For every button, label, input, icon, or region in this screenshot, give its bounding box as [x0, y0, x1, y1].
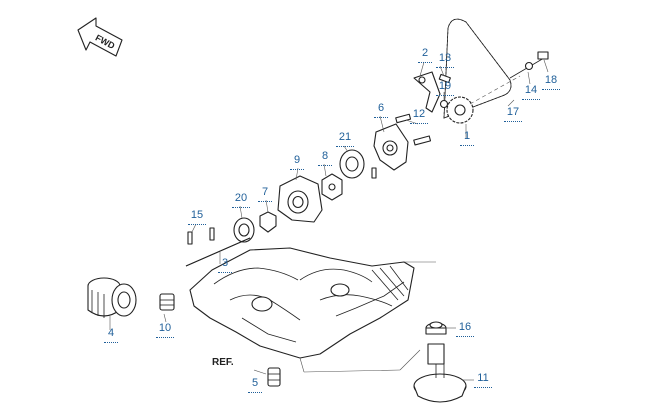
callout-9[interactable]: 9: [290, 154, 304, 170]
callout-18[interactable]: 18: [542, 74, 560, 90]
crankcase: [189, 247, 415, 359]
drain-plug: [267, 367, 281, 387]
bolt-washer: [469, 51, 549, 105]
callout-14[interactable]: 14: [522, 84, 540, 100]
bolts-upper: [395, 73, 451, 146]
sprocket: [446, 96, 474, 124]
fwd-arrow-icon: FWD: [77, 17, 123, 57]
callout-leaders: [109, 59, 549, 381]
callout-6[interactable]: 6: [374, 102, 388, 118]
callout-17[interactable]: 17: [504, 106, 522, 122]
pump-shaft: [185, 237, 251, 267]
callout-2[interactable]: 2: [418, 47, 432, 63]
inner-rotor: [321, 173, 343, 201]
oil-strainer: [413, 343, 467, 403]
dowel-pins-left: [187, 227, 215, 245]
dowel-pin: [371, 167, 377, 179]
callout-19[interactable]: 19: [436, 80, 454, 96]
chain-guide: [413, 71, 441, 113]
callout-5[interactable]: 5: [248, 377, 262, 393]
callout-8[interactable]: 8: [318, 150, 332, 166]
callout-12[interactable]: 12: [410, 108, 428, 124]
callout-10[interactable]: 10: [156, 322, 174, 338]
ref-label: REF.: [212, 357, 234, 368]
ref-lines: [299, 261, 436, 373]
callout-11[interactable]: 11: [474, 372, 492, 388]
outer-rotor: [339, 149, 365, 179]
callout-13[interactable]: 13: [436, 52, 454, 68]
threaded-fitting: [159, 293, 175, 311]
callout-4[interactable]: 4: [104, 327, 118, 343]
outer-rotor-lower: [233, 217, 255, 243]
callout-1[interactable]: 1: [460, 130, 474, 146]
callout-20[interactable]: 20: [232, 192, 250, 208]
callout-16[interactable]: 16: [456, 321, 474, 337]
chain: [443, 18, 512, 119]
oil-filter: [87, 277, 137, 318]
callout-3[interactable]: 3: [218, 257, 232, 273]
callout-15[interactable]: 15: [188, 209, 206, 225]
seal-ring: [425, 321, 447, 335]
callout-21[interactable]: 21: [336, 131, 354, 147]
pump-body: [277, 175, 323, 223]
inner-rotor-lower: [259, 211, 277, 233]
pump-cover: [373, 123, 409, 171]
callout-7[interactable]: 7: [258, 186, 272, 202]
